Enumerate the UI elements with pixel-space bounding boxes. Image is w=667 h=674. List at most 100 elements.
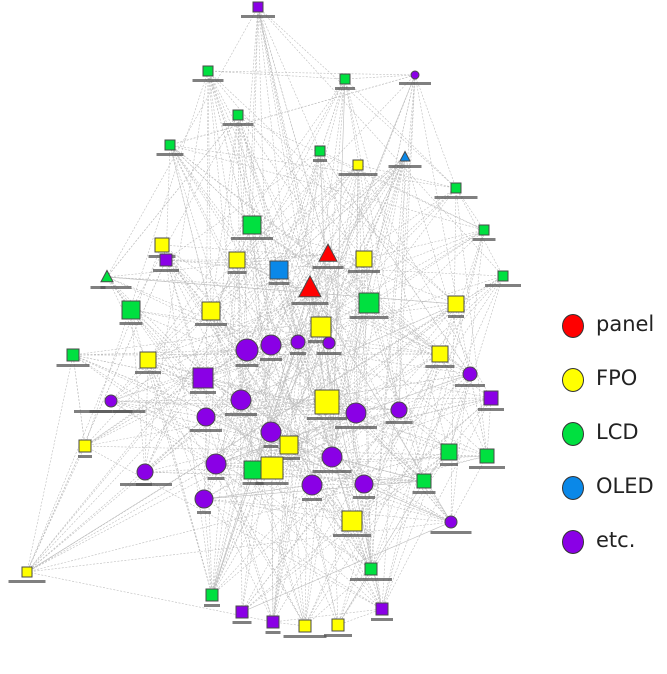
edge [84, 70, 209, 447]
node-label-mark [153, 269, 179, 272]
node-label-mark [222, 123, 254, 126]
node-lcd [479, 448, 495, 464]
node-label-mark [260, 358, 282, 361]
node-label-mark [112, 410, 146, 413]
edge [288, 302, 370, 446]
node-label-mark [278, 457, 300, 460]
edge [237, 114, 457, 305]
edge [207, 70, 357, 414]
node-lcd [497, 270, 509, 282]
node-label-mark [312, 470, 352, 473]
edge [236, 259, 357, 414]
node-label-mark [425, 365, 455, 368]
edge [106, 6, 259, 278]
node-label-mark [388, 165, 422, 168]
node-etc [290, 334, 306, 350]
node-label-mark [283, 635, 327, 638]
edge [147, 164, 359, 361]
edge [203, 399, 242, 500]
node-etc [260, 334, 282, 356]
edge [147, 359, 213, 596]
edge [272, 444, 290, 623]
node-oled [269, 260, 289, 280]
edge [26, 445, 86, 573]
node-label-mark [338, 173, 378, 176]
node-fpo [279, 435, 299, 455]
node-etc [266, 615, 280, 629]
edge [270, 431, 273, 469]
edge [211, 150, 321, 596]
edge [241, 521, 452, 613]
edge [240, 399, 339, 626]
edge [161, 244, 365, 260]
node-lcd [242, 215, 262, 235]
node-lcd [364, 562, 378, 576]
node-label-mark [478, 408, 504, 411]
edge [257, 6, 322, 328]
edge [304, 401, 328, 627]
node-etc [205, 453, 227, 475]
edge [448, 373, 471, 453]
edge [455, 187, 488, 457]
edge [161, 244, 204, 379]
edge [240, 6, 259, 401]
edge [205, 416, 333, 458]
node-etc [104, 394, 118, 408]
edge [72, 354, 290, 446]
edge [84, 302, 370, 447]
edge [205, 341, 299, 418]
edge [439, 353, 488, 457]
node-lcd [205, 588, 219, 602]
node-label-mark [268, 282, 290, 285]
edge [368, 187, 457, 304]
edge [271, 467, 274, 623]
node-label-mark [335, 426, 377, 429]
node-label-mark [316, 352, 342, 355]
edge [326, 401, 372, 570]
edge [147, 349, 248, 361]
edge [319, 150, 372, 570]
node-label-mark [430, 531, 472, 534]
edge [486, 397, 492, 457]
edge [106, 276, 311, 289]
node-label-mark [235, 364, 259, 367]
legend-item-oled: OLED [556, 470, 664, 524]
edge [337, 451, 450, 626]
node-label-mark [440, 463, 458, 466]
edge [72, 354, 86, 447]
edge [270, 341, 299, 433]
edge [203, 484, 313, 500]
node-etc [159, 253, 173, 267]
edge [211, 349, 248, 596]
node-fpo [228, 251, 246, 269]
edge [237, 114, 299, 343]
edge [207, 70, 242, 401]
edge [110, 400, 372, 570]
edge [72, 349, 248, 356]
node-label-mark [469, 466, 505, 469]
node-label-mark [472, 238, 496, 241]
edge [257, 6, 313, 486]
node-lcd [121, 300, 141, 320]
edge [257, 6, 329, 255]
node-label-mark [290, 352, 306, 355]
node-label-mark [307, 417, 347, 420]
edge [84, 187, 457, 447]
edge [355, 164, 359, 414]
edge [144, 399, 242, 473]
edge [355, 412, 452, 523]
node-fpo [260, 456, 284, 480]
edge [272, 409, 400, 623]
edge [169, 144, 372, 570]
edge [331, 456, 425, 482]
edge [344, 78, 450, 453]
edge [327, 253, 365, 485]
edge [355, 156, 406, 414]
edge [165, 259, 213, 596]
edge [414, 74, 457, 189]
edge [210, 114, 239, 312]
node-label-mark [412, 491, 436, 494]
edge [278, 269, 488, 457]
node-etc [354, 474, 374, 494]
edge [240, 303, 457, 401]
